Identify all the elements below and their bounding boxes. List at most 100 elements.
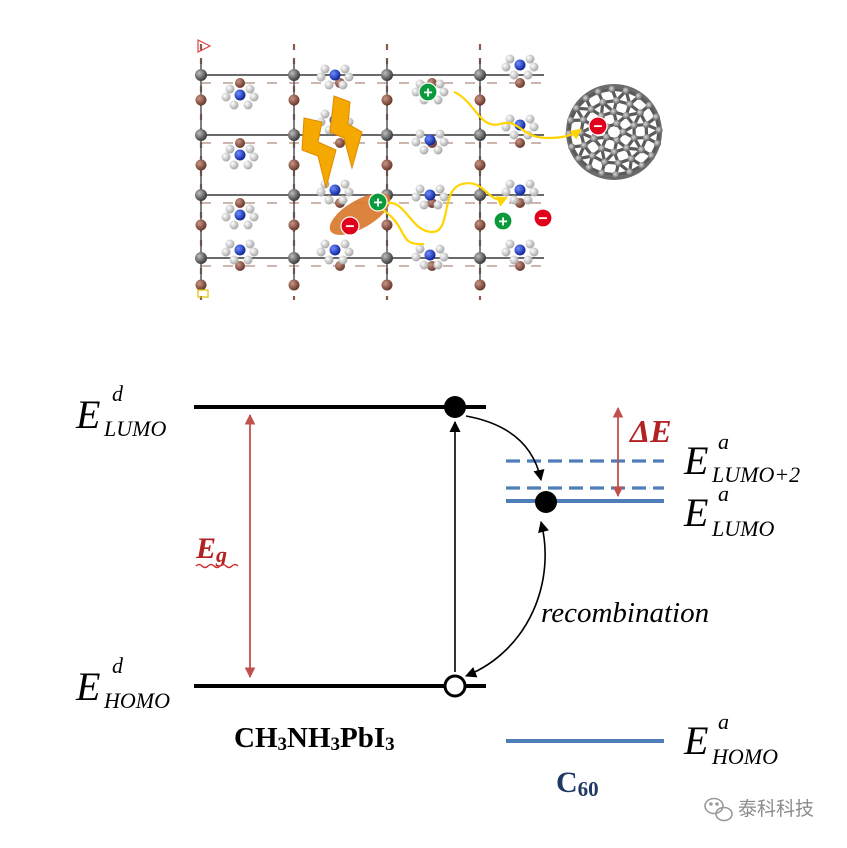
hydrogen-atom [435,244,445,254]
carbon-atom [622,111,630,120]
carbon-atom [598,144,606,153]
hydrogen-atom [411,87,421,97]
carbon-atom [602,133,611,141]
electron-minus-icon: − [533,208,553,228]
hydrogen-atom [320,109,330,119]
lead-atom [515,78,525,88]
acceptor-homo-sub: HOMO [711,744,778,769]
charge-sign: − [593,119,602,136]
hydrogen-atom [245,204,255,214]
nitrogen-atom [514,59,526,71]
nitrogen-atom [234,209,246,221]
hydrogen-atom [225,144,235,154]
carbon-atom [635,92,643,100]
carbon-atom [575,155,583,163]
lead-atom [474,94,486,106]
carbon-atom [579,116,587,124]
lead-atom [235,198,245,208]
acceptor-lumo-label: E [683,490,708,535]
watermark: 泰科科技 [704,797,814,822]
carbon-atom [652,113,660,121]
hydrogen-atom [435,184,445,194]
hydrogen-atom [243,220,253,230]
hydrogen-atom [411,252,421,262]
hydrogen-atom [509,255,519,265]
hydrogen-atom [225,204,235,214]
wechat-icon [704,797,733,822]
carbon-atom [608,85,616,93]
nitrogen-atom [514,119,526,131]
nitrogen-atom [329,69,341,81]
watermark-text: 泰科科技 [738,798,814,820]
electron-minus-icon: − [340,216,360,236]
carbon-atom [623,144,631,152]
hydrogen-atom [225,84,235,94]
carbon-atom [587,105,595,113]
acceptor-homo-label: E [683,718,708,763]
carbon-atom [613,120,621,128]
hydrogen-atom [433,145,443,155]
carbon-atom [598,169,606,177]
acceptor-lumo-sup: a [718,481,729,506]
hydrogen-atom [344,247,354,257]
energy-levels [194,396,664,743]
carbon-atom [626,100,634,108]
carbon-atom [568,143,576,151]
lead-atom [288,159,300,171]
hydrogen-atom [433,260,443,270]
band-gap-label: Eg [195,532,227,567]
hydrogen-atom [529,247,539,257]
recombination-arrow [464,520,549,678]
charge-sign: + [423,85,432,102]
iodine-atom [195,69,207,81]
hydrogen-atom [525,54,535,64]
hydrogen-atom [525,239,535,249]
lead-atom [335,138,345,148]
lead-atom [381,159,393,171]
hole-plus-icon: + [493,211,513,231]
carbon-atom [590,134,598,143]
acceptor-homo-sup: a [718,709,729,734]
carbon-atom [622,87,630,95]
hydrogen-atom [338,195,348,205]
acceptor-lumo2-sub: LUMO+2 [711,462,800,487]
charge-transport-paths [379,90,582,246]
hydrogen-atom [316,247,326,257]
acceptor-lumo2-label: E [683,438,708,483]
hydrogen-atom [439,192,449,202]
iodine-atom [288,252,300,264]
lead-atom [474,159,486,171]
charge-sign: + [373,195,382,212]
hydrogen-atom [229,100,239,110]
iodine-atom [474,252,486,264]
lead-atom [235,261,245,271]
hydrogen-atom [344,72,354,82]
hydrogen-atom [523,70,533,80]
hydrogen-atom [433,200,443,210]
lead-atom [515,261,525,271]
iodine-atom [474,189,486,201]
hydrogen-atom [221,247,231,257]
lead-atom [235,138,245,148]
level-labels: E d LUMO E d HOMO E a LUMO+2 E a LUMO E … [75,381,800,801]
nitrogen-atom [329,244,341,256]
iodine-atom [381,69,393,81]
nitrogen-atom [424,189,436,201]
carbon-atom [588,152,597,160]
hydrogen-atom [415,129,425,139]
carbon-atom [613,136,621,144]
charge-sign: − [538,211,547,228]
charge-carriers: +−++−− [340,82,608,236]
axis-marker [197,289,209,298]
hydrogen-atom [316,72,326,82]
carbon-atom [627,155,635,163]
hydrogen-atom [229,160,239,170]
hydrogen-atom [433,95,443,105]
donor-homo-label: E [75,664,100,709]
carbon-atom [630,134,638,142]
hydrogen-atom [243,160,253,170]
lead-atom [235,78,245,88]
carbon-atom [642,134,651,142]
carbon-atom [645,101,653,109]
acceptor-lumo-sub: LUMO [711,516,774,541]
